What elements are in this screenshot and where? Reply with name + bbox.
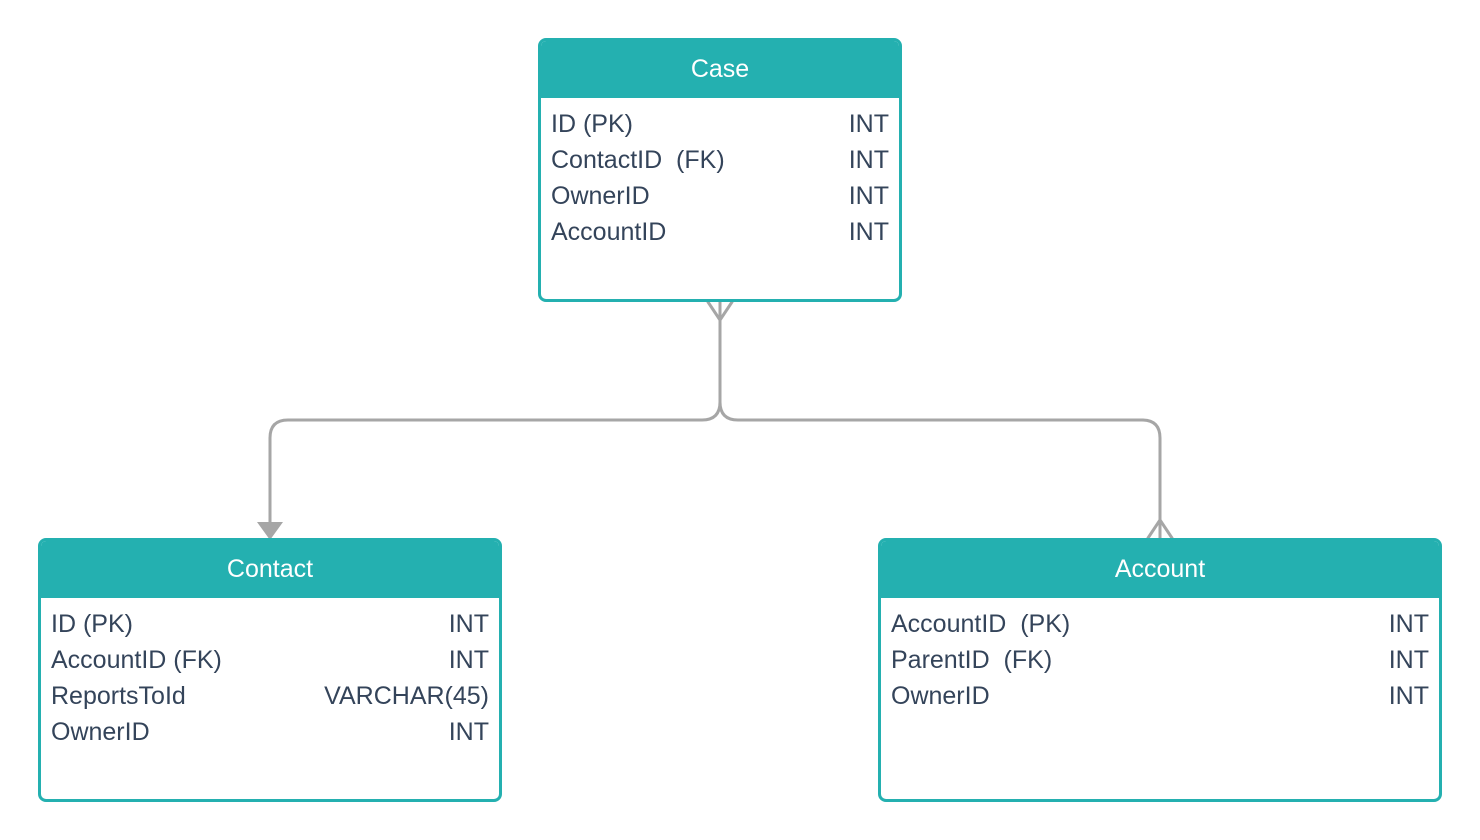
field-name: AccountID — [551, 218, 667, 246]
field-name: AccountID (FK) — [51, 646, 222, 674]
entity-account-fields: AccountID (PK) INT ParentID (FK) INT Own… — [881, 598, 1439, 714]
entity-case-fields: ID (PK) INT ContactID (FK) INT OwnerID I… — [541, 98, 899, 250]
field-row[interactable]: AccountID INT — [551, 214, 889, 250]
entity-contact-title: Contact — [41, 541, 499, 598]
field-name: OwnerID — [551, 182, 650, 210]
field-row[interactable]: AccountID (PK) INT — [891, 606, 1429, 642]
field-type: VARCHAR(45) — [324, 682, 489, 710]
field-row[interactable]: ID (PK) INT — [51, 606, 489, 642]
entity-contact-fields: ID (PK) INT AccountID (FK) INT ReportsTo… — [41, 598, 499, 750]
field-row[interactable]: OwnerID INT — [891, 678, 1429, 714]
field-name: OwnerID — [891, 682, 990, 710]
field-name: ContactID (FK) — [551, 146, 725, 174]
field-row[interactable]: OwnerID INT — [51, 714, 489, 750]
field-type: INT — [848, 218, 889, 246]
entity-case[interactable]: Case ID (PK) INT ContactID (FK) INT Owne… — [538, 38, 902, 302]
field-name: ID (PK) — [551, 110, 633, 138]
arrowhead-contact-end — [257, 522, 283, 540]
entity-case-title: Case — [541, 41, 899, 98]
field-row[interactable]: AccountID (FK) INT — [51, 642, 489, 678]
field-type: INT — [448, 610, 489, 638]
field-name: AccountID (PK) — [891, 610, 1071, 638]
field-row[interactable]: ContactID (FK) INT — [551, 142, 889, 178]
entity-contact[interactable]: Contact ID (PK) INT AccountID (FK) INT R… — [38, 538, 502, 802]
crows-foot-case-end — [706, 300, 734, 322]
field-type: INT — [1388, 682, 1429, 710]
field-type: INT — [1388, 646, 1429, 674]
field-type: INT — [448, 646, 489, 674]
entity-account-title: Account — [881, 541, 1439, 598]
field-row[interactable]: ParentID (FK) INT — [891, 642, 1429, 678]
field-row[interactable]: OwnerID INT — [551, 178, 889, 214]
field-row[interactable]: ReportsToId VARCHAR(45) — [51, 678, 489, 714]
field-type: INT — [848, 110, 889, 138]
field-type: INT — [848, 146, 889, 174]
field-type: INT — [848, 182, 889, 210]
field-name: ReportsToId — [51, 682, 186, 710]
field-row[interactable]: ID (PK) INT — [551, 106, 889, 142]
entity-account[interactable]: Account AccountID (PK) INT ParentID (FK)… — [878, 538, 1442, 802]
connector-case-contact[interactable] — [268, 300, 722, 524]
field-name: OwnerID — [51, 718, 150, 746]
crows-foot-account-end — [1146, 518, 1174, 540]
field-name: ID (PK) — [51, 610, 133, 638]
field-type: INT — [1388, 610, 1429, 638]
field-type: INT — [448, 718, 489, 746]
field-name: ParentID (FK) — [891, 646, 1053, 674]
connector-case-account[interactable] — [718, 400, 1162, 540]
